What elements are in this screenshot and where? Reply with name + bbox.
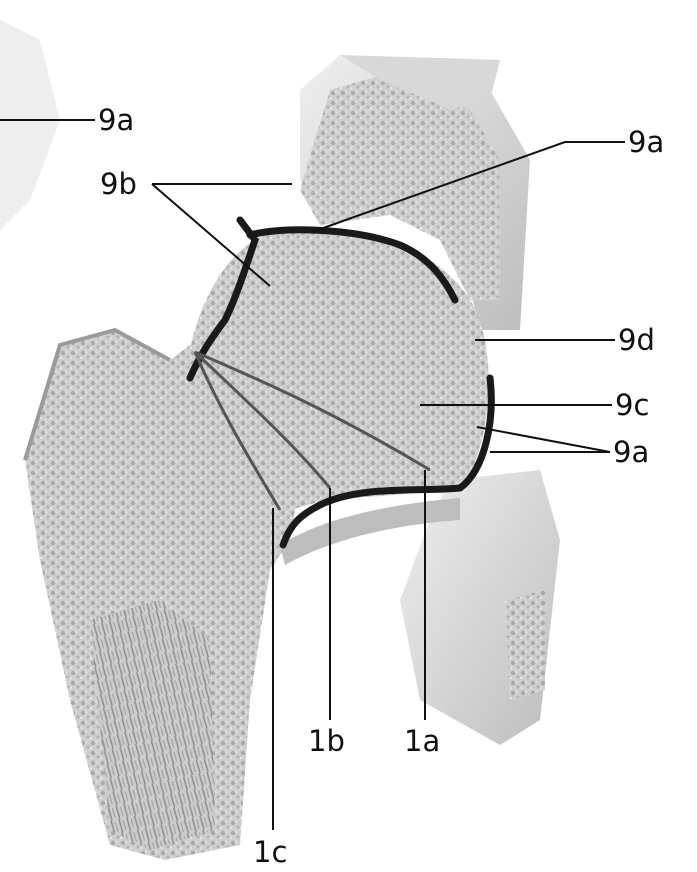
label-9a-top-right: 9a: [628, 128, 664, 157]
label-9c: 9c: [615, 391, 649, 420]
label-9b: 9b: [100, 170, 137, 199]
label-1a: 1a: [404, 727, 440, 756]
ischium-spongy-area: [505, 590, 545, 700]
background-shadow-shape: [0, 20, 60, 230]
label-9a-left: 9a: [98, 106, 134, 135]
label-9d: 9d: [618, 326, 655, 355]
femur-trabecular-zone: [90, 600, 215, 850]
label-1b: 1b: [308, 727, 345, 756]
label-1c: 1c: [253, 838, 287, 867]
leader-9a-bottom-right-a: [477, 427, 610, 452]
label-9a-bottom-right: 9a: [613, 438, 649, 467]
